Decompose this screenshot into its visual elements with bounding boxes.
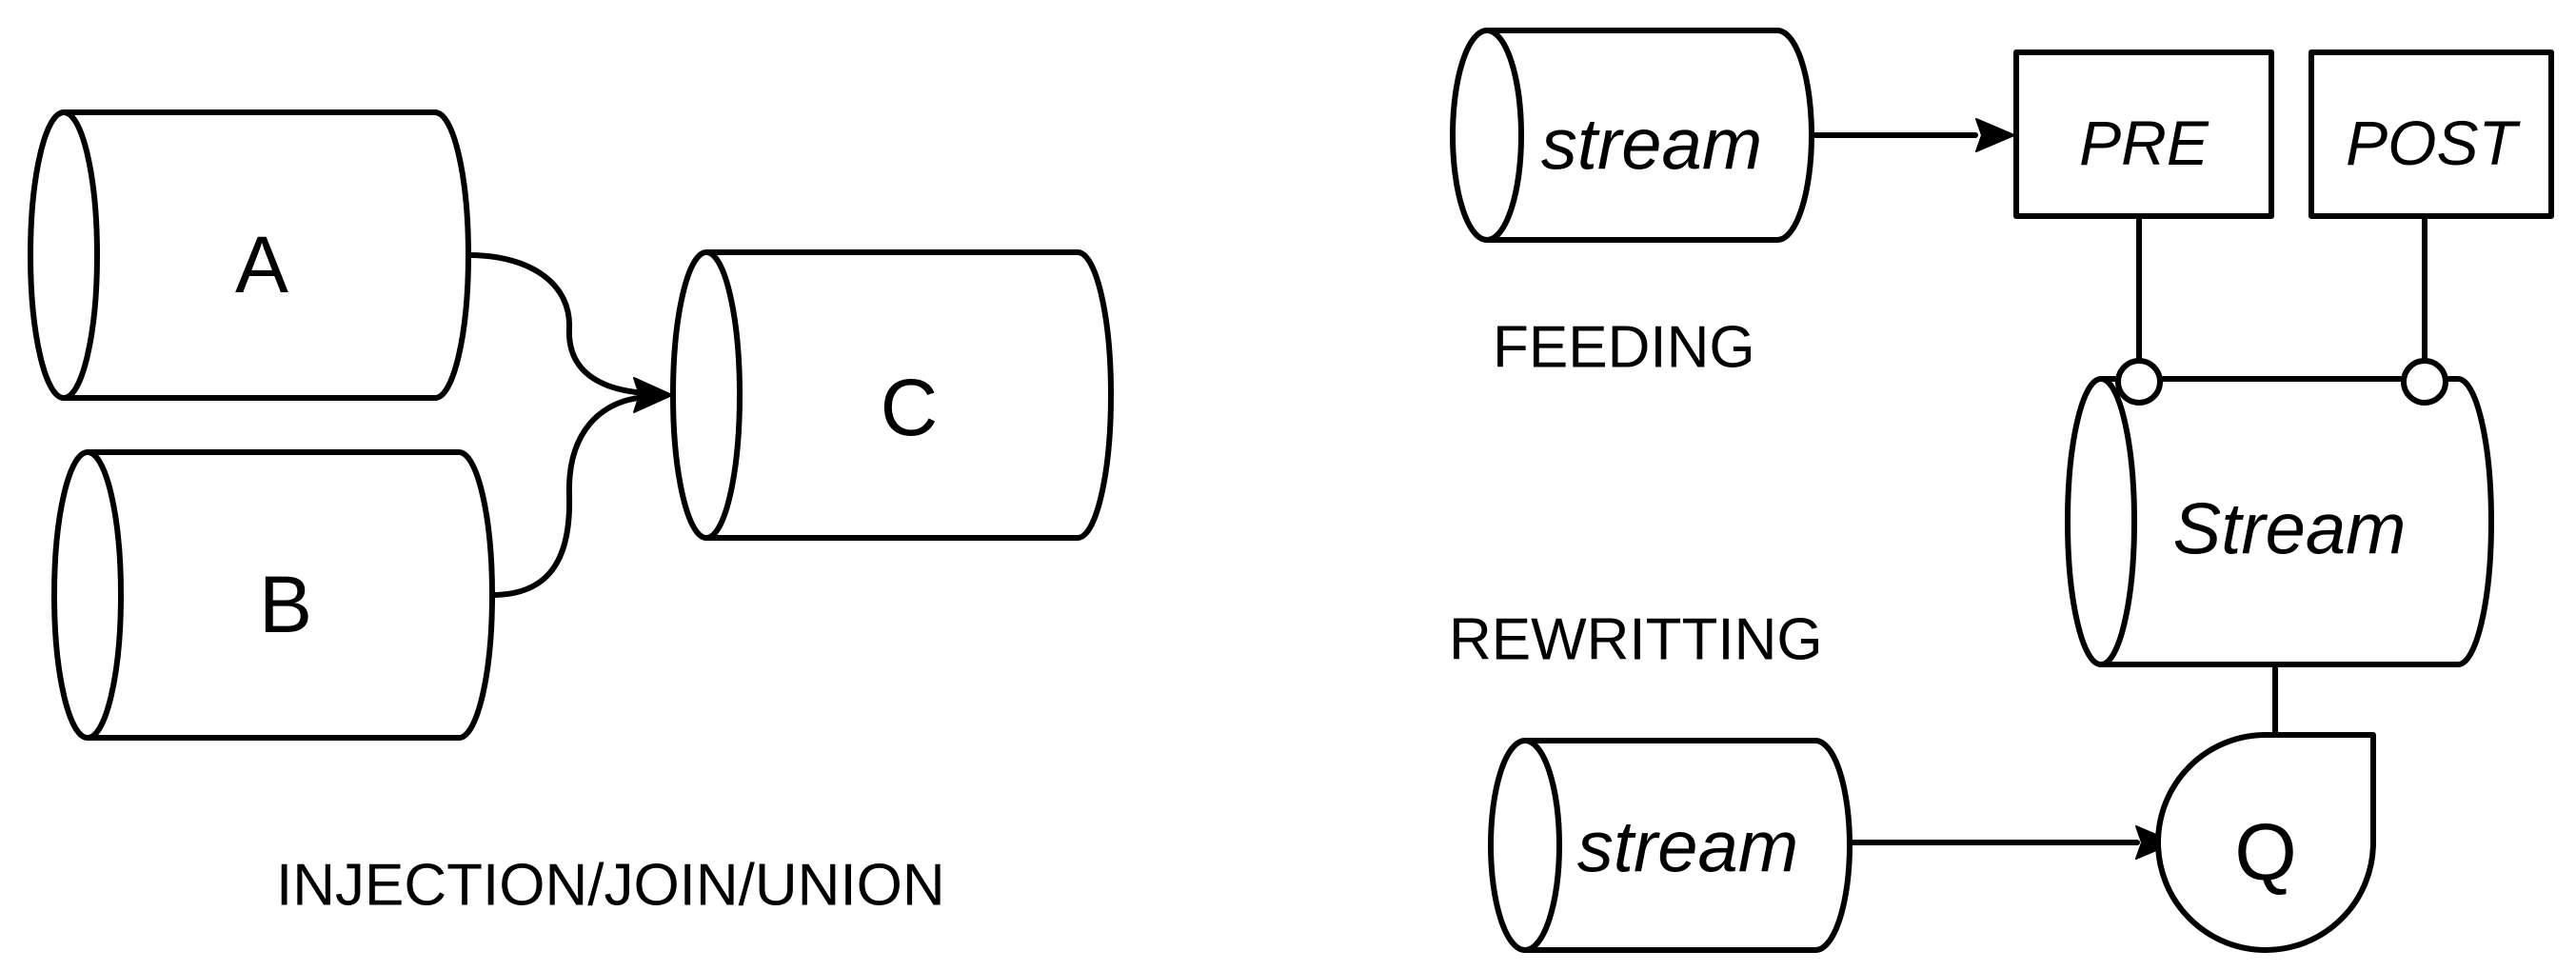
post-connector-circle — [2401, 358, 2448, 406]
feeding-stream-label: stream — [1541, 105, 1762, 186]
post-box: POST — [2308, 50, 2554, 219]
main-stream-label: Stream — [2173, 489, 2407, 570]
post-box-label: POST — [2346, 108, 2521, 178]
feeding-stream-cylinder: stream — [1450, 28, 1814, 243]
rewriting-stream-label: stream — [1577, 807, 1798, 888]
join-arrowhead — [633, 377, 673, 413]
pre-connector-circle — [2115, 358, 2163, 406]
cylinder-a: A — [28, 109, 471, 401]
cylinder-c: C — [670, 249, 1114, 541]
caption-feeding: FEEDING — [1493, 315, 1755, 381]
feeding-arrowhead — [1975, 118, 2015, 152]
rewriting-stream-cylinder: stream — [1488, 738, 1853, 953]
pre-box-label: PRE — [2079, 108, 2209, 178]
cylinder-b: B — [51, 449, 495, 741]
join-curve-b — [489, 394, 650, 598]
pre-box: PRE — [2013, 50, 2274, 219]
cylinder-b-label: B — [259, 560, 312, 649]
caption-injection-join-union: INJECTION/JOIN/UNION — [276, 853, 945, 919]
query-node-label: Q — [2234, 807, 2296, 897]
main-stream-cylinder: Stream — [2065, 376, 2494, 667]
cylinder-a-label: A — [235, 220, 288, 309]
caption-rewritting: REWRITTING — [1449, 607, 1823, 673]
query-node: Q — [2155, 732, 2376, 953]
cylinder-c-label: C — [881, 363, 939, 452]
join-curve-a — [466, 252, 650, 396]
